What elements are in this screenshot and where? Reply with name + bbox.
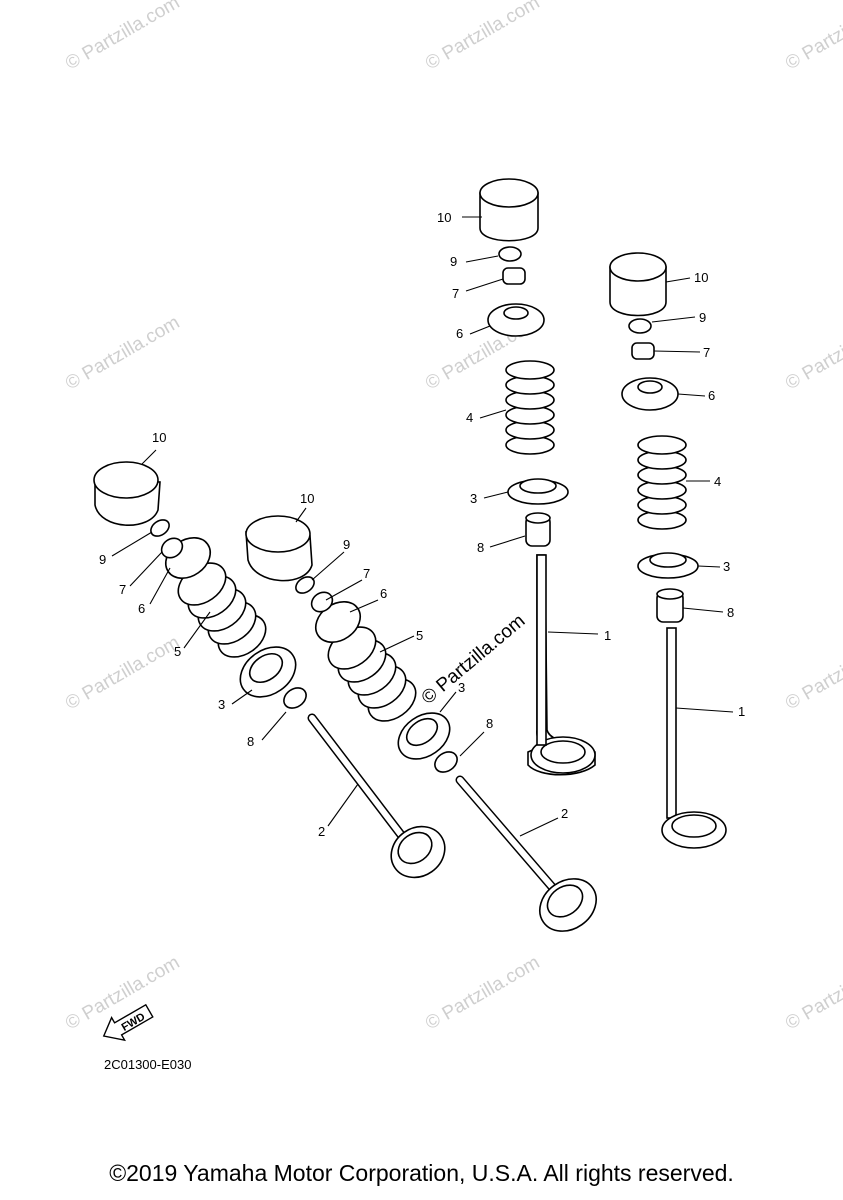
callout-10: 10: [152, 430, 166, 445]
callout-9: 9: [699, 310, 706, 325]
callout-7: 7: [703, 345, 710, 360]
retainer-6-hole: [503, 306, 529, 320]
valve-spring-4: [637, 435, 687, 530]
spring-seat-3-inner: [519, 478, 557, 494]
callout-2: 2: [318, 824, 325, 839]
watermark: © Partzilla.com: [782, 312, 843, 394]
retainer-6-hole: [637, 380, 663, 394]
copyright-notice: ©2019 Yamaha Motor Corporation, U.S.A. A…: [109, 1160, 734, 1186]
callout-4: 4: [466, 410, 473, 425]
callout-10: 10: [300, 491, 314, 506]
callout-1: 1: [738, 704, 745, 719]
watermark: © Partzilla.com: [782, 952, 843, 1034]
callout-7: 7: [363, 566, 370, 581]
callout-8: 8: [247, 734, 254, 749]
valve-1-stem: [536, 554, 547, 746]
cotter-7: [310, 591, 334, 613]
stem-seal-8: [283, 687, 307, 709]
valve-1-stem: [666, 627, 677, 819]
callout-8: 8: [486, 716, 493, 731]
stem-seal-8: [434, 751, 458, 773]
callout-6: 6: [380, 586, 387, 601]
watermark: © Partzilla.com: [422, 952, 543, 1034]
callout-5: 5: [416, 628, 423, 643]
watermark: © Partzilla.com: [782, 632, 843, 714]
callout-2: 2: [561, 806, 568, 821]
stem-seal-8-top: [525, 512, 551, 524]
spring-seat-3-inner: [248, 652, 284, 684]
valve-exploded-diagram: © Partzilla.com © Partzilla.com © Partzi…: [62, 0, 843, 1072]
valve-1-head-inner: [671, 814, 717, 838]
shim-9: [150, 519, 170, 537]
valve-2-head-inner: [546, 884, 584, 918]
cotter-7: [631, 342, 655, 360]
diagram-code: 2C01300-E030: [104, 1057, 191, 1072]
callout-9: 9: [343, 537, 350, 552]
callout-3: 3: [470, 491, 477, 506]
watermark: © Partzilla.com: [422, 0, 543, 74]
callout-6: 6: [456, 326, 463, 341]
spring-seat-3-inner: [405, 717, 439, 747]
callouts: 10 9 7 6 4 3 8 1 10 9 7 6 4 3 8 1 10 9 7…: [99, 210, 745, 839]
watermark: © Partzilla.com: [62, 632, 183, 714]
watermark: © Partzilla.com: [62, 0, 183, 74]
callout-3: 3: [218, 697, 225, 712]
retainer-6: [487, 303, 545, 337]
callout-8: 8: [727, 605, 734, 620]
callout-1: 1: [604, 628, 611, 643]
valve-1-head-inner: [540, 740, 586, 764]
center-watermark: © Partzilla.com: [418, 610, 530, 708]
valve-assembly-a: [479, 178, 596, 776]
callout-5: 5: [174, 644, 181, 659]
callout-7: 7: [119, 582, 126, 597]
callout-10: 10: [437, 210, 451, 225]
valve-2-head-inner: [397, 831, 433, 865]
stem-seal-8-top: [656, 588, 684, 600]
cotter-7: [160, 537, 184, 559]
leader-lines: [111, 216, 734, 837]
callout-6: 6: [708, 388, 715, 403]
valve-spring-4: [505, 360, 555, 455]
valve-spring-5: [177, 562, 267, 658]
callout-8: 8: [477, 540, 484, 555]
lifter-10-top: [245, 515, 311, 553]
callout-10: 10: [694, 270, 708, 285]
lifter-10-top: [93, 461, 159, 499]
callout-6: 6: [138, 601, 145, 616]
lifter-10-top: [479, 178, 539, 208]
callout-9: 9: [450, 254, 457, 269]
cotter-7: [502, 267, 526, 285]
valve-assembly-c: [93, 461, 446, 879]
spring-seat-3-inner: [649, 552, 687, 568]
valve-assembly-b: [609, 252, 727, 849]
callout-4: 4: [714, 474, 721, 489]
shim-9: [498, 246, 522, 262]
shim-9: [628, 318, 652, 334]
callout-9: 9: [99, 552, 106, 567]
callout-3: 3: [723, 559, 730, 574]
fwd-label: FWD: [120, 1011, 148, 1034]
callout-3: 3: [458, 680, 465, 695]
watermark: © Partzilla.com: [62, 312, 183, 394]
valve-assembly-d: [245, 515, 597, 932]
callout-7: 7: [452, 286, 459, 301]
watermark: © Partzilla.com: [782, 0, 843, 74]
lifter-10-top: [609, 252, 667, 282]
watermarks: © Partzilla.com © Partzilla.com © Partzi…: [62, 0, 843, 1034]
